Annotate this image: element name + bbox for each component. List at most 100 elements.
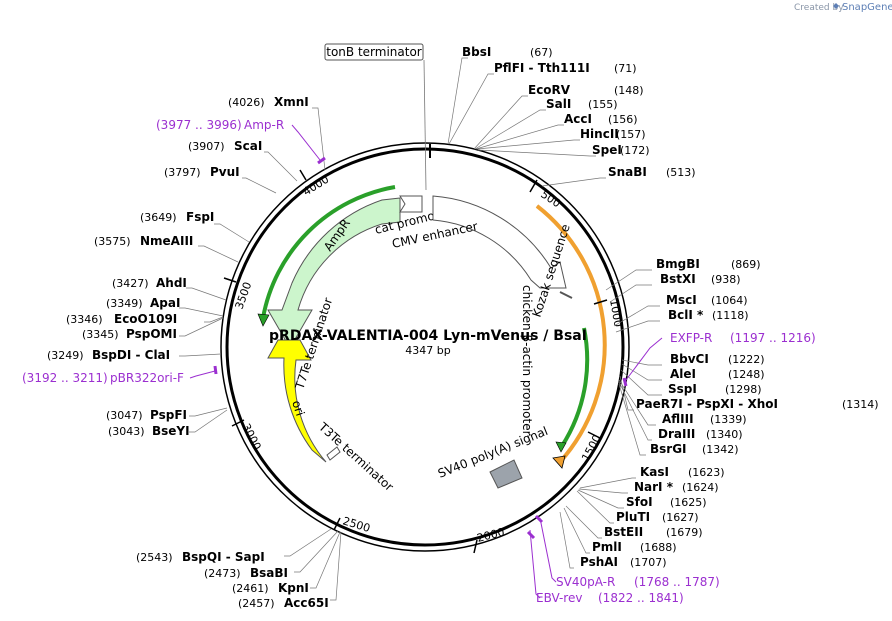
enzyme-left-14: KpnI [278, 581, 309, 595]
tick-4000: 4000 [301, 173, 332, 199]
orf-green-head [555, 441, 567, 453]
enzyme-right-pos-18: (1342) [702, 443, 739, 456]
enzyme-left-pos-12: (2543) [136, 551, 173, 564]
enzyme-right-4: AccI [564, 112, 592, 126]
enzyme-right-19: KasI [640, 465, 669, 479]
enzyme-right-pos-20: (1624) [682, 481, 719, 494]
primer-range-4: (1822 .. 1841) [598, 591, 684, 605]
enzyme-right-pos-11: (1118) [712, 309, 749, 322]
enzyme-left-pos-10: (3047) [106, 409, 143, 422]
orf-orange-arrow [535, 204, 607, 464]
enzyme-right-3: SalI [546, 97, 571, 111]
enzyme-left-pos-2: (3797) [164, 166, 201, 179]
tick-500: 500 [538, 188, 563, 211]
enzyme-left-pos-1: (3907) [188, 140, 225, 153]
tick-mark-1500 [587, 431, 601, 439]
primer-name-2: EXFP-R [670, 331, 712, 345]
primer-name-3: SV40pA-R [556, 575, 615, 589]
primer-name-4: EBV-rev [536, 591, 582, 605]
enzyme-right-18: BsrGI [650, 442, 687, 456]
enzyme-right-24: PmlI [592, 540, 622, 554]
enzyme-right-pos-25: (1707) [630, 556, 667, 569]
enzyme-right-pos-1: (71) [614, 62, 637, 75]
enzyme-right-23: BstEII [604, 525, 643, 539]
primer-range-2: (1197 .. 1216) [730, 331, 816, 345]
enzyme-left-pos-8: (3345) [82, 328, 119, 341]
enzyme-right-8: BmgBI [656, 257, 700, 271]
right-leaders [447, 57, 662, 569]
enzyme-left-pos-11: (3043) [108, 425, 145, 438]
tonb-leader [423, 59, 427, 191]
enzyme-right-pos-9: (938) [711, 273, 741, 286]
enzyme-left-10: PspFI [150, 408, 187, 422]
tonb-label: tonB terminator [326, 45, 422, 59]
enzyme-left-3: FspI [186, 210, 214, 224]
enzyme-right-14: SspI [668, 382, 697, 396]
enzyme-left-9: BspDI - ClaI [92, 348, 170, 362]
enzyme-left-6: ApaI [150, 296, 180, 310]
tick-3000: 3000 [239, 421, 263, 452]
primer-labels: (3977 .. 3996)Amp-R(3192 .. 3211)pBR322o… [22, 118, 816, 605]
feature-kozak-mark [559, 291, 573, 299]
enzyme-left-15: Acc65I [284, 596, 329, 610]
map-title: pRDAX-VALENTIA-004 Lyn-mVenus / BsaI [269, 328, 587, 344]
tonb-box [324, 43, 424, 61]
enzyme-right-pos-15: (1314) [842, 398, 879, 411]
enzyme-right-25: PshAI [580, 555, 618, 569]
enzyme-right-20: NarI * [634, 480, 674, 494]
feature-ori [267, 339, 327, 463]
enzyme-left-11: BseYI [152, 424, 190, 438]
tick-mark-3000 [231, 419, 245, 427]
enzyme-right-2: EcoRV [528, 83, 571, 97]
enzyme-right-11: BclI * [668, 308, 704, 322]
enzyme-left-2: PvuI [210, 165, 240, 179]
enzyme-right-17: DraIII [658, 427, 695, 441]
feature-ori-label: ori [289, 399, 307, 418]
enzyme-labels: BbsI(67)PflFI - Tth111I(71)EcoRV(148)Sal… [47, 45, 879, 610]
enzyme-right-pos-22: (1627) [662, 511, 699, 524]
enzyme-right-pos-17: (1340) [706, 428, 743, 441]
tick-2000: 2000 [476, 526, 506, 545]
enzyme-right-pos-0: (67) [530, 46, 553, 59]
feature-t3te-mark [326, 446, 341, 461]
tick-mark-2000 [473, 539, 478, 554]
orf-green-left [261, 185, 396, 319]
tick-mark-2500 [333, 517, 341, 531]
snapgene-logo-icon [833, 3, 839, 9]
enzyme-right-pos-7: (513) [666, 166, 696, 179]
enzyme-right-pos-21: (1625) [670, 496, 707, 509]
enzyme-left-1: ScaI [234, 139, 262, 153]
credit-prefix: Created by [794, 3, 844, 13]
enzyme-right-5: HincII [580, 127, 619, 141]
enzyme-left-pos-13: (2473) [204, 567, 241, 580]
orf-orange-head [552, 455, 566, 469]
enzyme-left-pos-14: (2461) [232, 582, 269, 595]
enzyme-left-pos-15: (2457) [238, 597, 275, 610]
enzyme-left-pos-0: (4026) [228, 96, 265, 109]
enzyme-left-8: PspOMI [126, 327, 177, 341]
feature-cat-promoter [399, 195, 423, 213]
credit-brand: SnapGene [842, 2, 892, 13]
enzyme-right-pos-23: (1679) [666, 526, 703, 539]
orf-green-arrow [560, 327, 590, 448]
enzyme-right-pos-10: (1064) [711, 294, 748, 307]
enzyme-left-pos-5: (3427) [112, 277, 149, 290]
enzyme-right-pos-12: (1222) [728, 353, 765, 366]
primer-range-3: (1768 .. 1787) [634, 575, 720, 589]
enzyme-right-21: SfoI [626, 495, 653, 509]
enzyme-right-7: SnaBI [608, 165, 647, 179]
enzyme-left-13: BsaBI [250, 566, 288, 580]
primer-leaders [189, 124, 663, 599]
primer-name-1: pBR322ori-F [110, 371, 184, 385]
enzyme-left-0: XmnI [274, 95, 309, 109]
feature-sv40-polya [489, 459, 523, 489]
enzyme-right-13: AleI [670, 367, 696, 381]
enzyme-right-pos-24: (1688) [640, 541, 677, 554]
enzyme-right-22: PluTI [616, 510, 650, 524]
enzyme-right-9: BstXI [660, 272, 696, 286]
enzyme-left-pos-9: (3249) [47, 349, 84, 362]
enzyme-right-pos-4: (156) [608, 113, 638, 126]
feature-cmv-enhancer [432, 195, 567, 289]
map-length: 4347 bp [405, 344, 450, 357]
